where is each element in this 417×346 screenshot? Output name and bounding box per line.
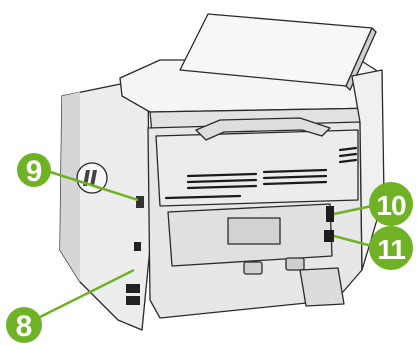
rear-access-door [156, 130, 358, 206]
phone-line-port [126, 296, 140, 305]
rear-label-plate [228, 218, 280, 244]
printer-left-side-shade [60, 92, 80, 282]
callout-11-label: 11 [377, 234, 405, 265]
power-connector [324, 230, 334, 242]
callout-10-label: 10 [376, 190, 406, 221]
lock-slot [136, 196, 144, 208]
power-switch [326, 206, 334, 222]
printer-base-right [300, 268, 344, 306]
rear-foot-right [286, 258, 304, 270]
usb-port [134, 242, 141, 251]
callout-9-label: 9 [26, 155, 43, 188]
rear-foot-left [244, 262, 262, 274]
callout-8-label: 8 [16, 310, 33, 343]
fax-line-port [126, 284, 140, 293]
